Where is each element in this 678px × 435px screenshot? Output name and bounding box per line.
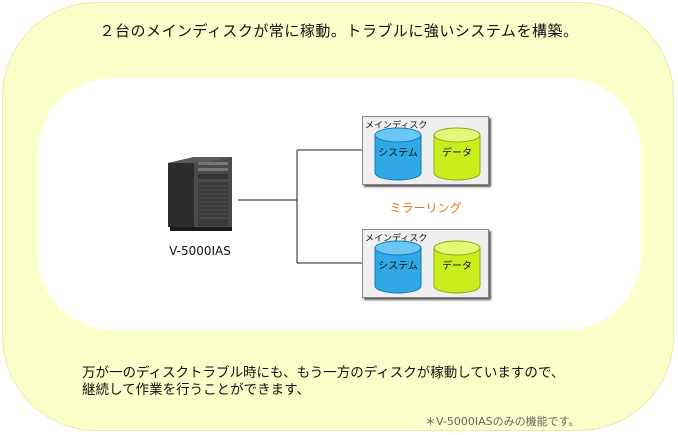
- disk-data-cylinder: データ: [432, 240, 482, 295]
- disk-data-cylinder: データ: [432, 127, 482, 182]
- disk-box-title: メインディスク: [365, 234, 428, 244]
- footnote: ＊V-5000IASのみの機能です。: [425, 415, 580, 428]
- description-line: 万が一のディスクトラブル時にも、もう一方のディスクが稼動していますので、: [82, 365, 565, 381]
- connector-lines: [238, 149, 362, 264]
- disk-label: システム: [378, 148, 418, 159]
- disk-box-title: メインディスク: [365, 121, 428, 131]
- mirroring-label: ミラーリング: [389, 201, 462, 215]
- description-line: 継続して作業を行うことができます、: [82, 382, 311, 398]
- disk-system-cylinder: システム: [373, 240, 423, 295]
- disk-system-cylinder: システム: [373, 127, 423, 182]
- inner-panel: [38, 78, 641, 330]
- server-tower-icon: [168, 157, 232, 231]
- headline: ２台のメインディスクが常に稼動。トラブルに強いシステムを構築。: [99, 22, 579, 40]
- main-disk-box: メインディスク システム データ: [362, 116, 489, 185]
- server-label: V-5000IAS: [169, 244, 231, 258]
- main-disk-box: メインディスク システム データ: [362, 229, 489, 298]
- disk-label: システム: [378, 261, 418, 272]
- disk-label: データ: [442, 261, 472, 272]
- description-text: 万が一のディスクトラブル時にも、もう一方のディスクが稼動していますので、 継続し…: [82, 365, 564, 399]
- disk-label: データ: [442, 148, 472, 159]
